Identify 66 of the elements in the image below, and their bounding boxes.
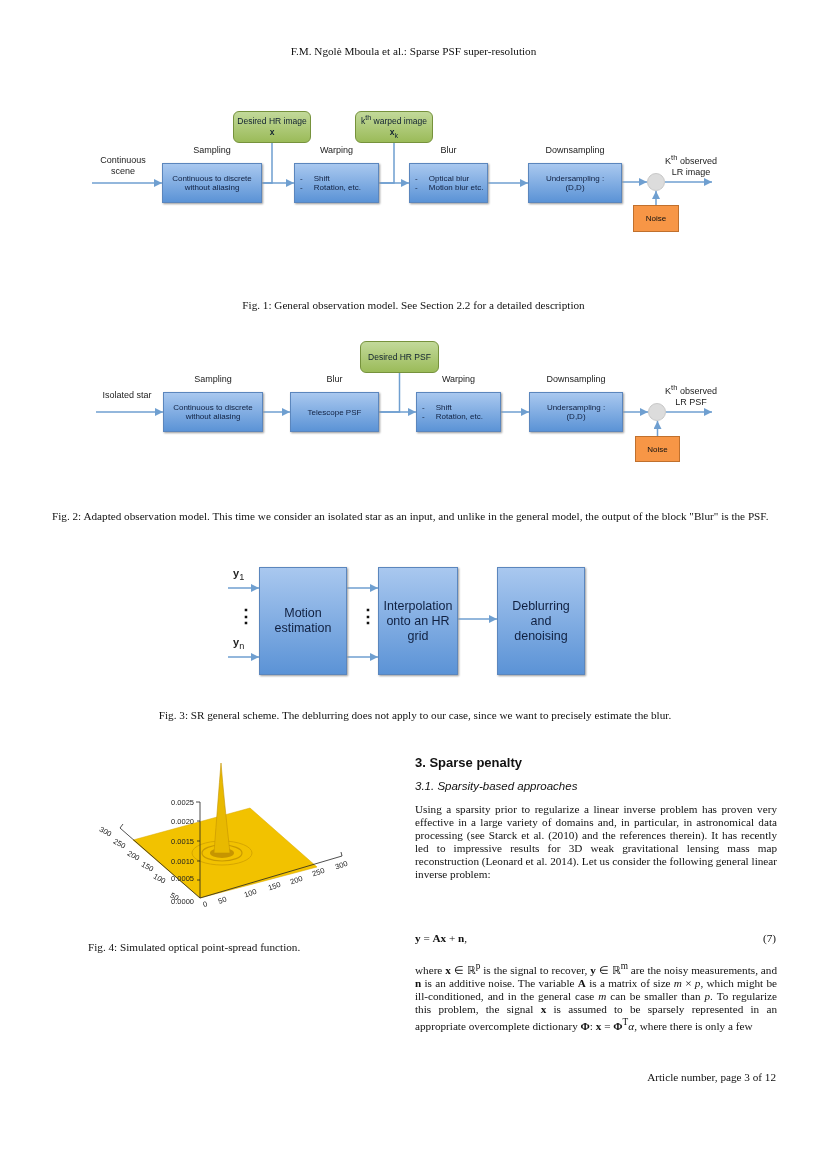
- arrow: [500, 408, 530, 416]
- figure-caption: Fig. 4: Simulated optical point-spread function.: [88, 941, 302, 955]
- process-box: Motion estimation: [259, 567, 347, 675]
- box-text: - Motion blur etc.: [415, 183, 484, 192]
- box-text: - Optical blur: [415, 174, 470, 183]
- box-text: Undersampling : (D,D): [544, 174, 606, 192]
- signal-label: K$^{th}$ observed LR image: [660, 152, 722, 182]
- block-heading: Blur: [325, 374, 344, 384]
- connector-line: [261, 142, 273, 184]
- box-text: - Rotation, etc.: [300, 183, 361, 192]
- connector-line: [378, 372, 401, 413]
- signal-box: Desired HR PSF: [360, 341, 439, 373]
- arrow: [665, 408, 713, 416]
- body-paragraph: Using a sparsity prior to regularize a linear inverse problem has proven very effective in a large variety of domains and, in particular, in astronomical data processing (see Starck et al. (2010) and the references therein). It has recently led to impressive results for 3D weak gravitational lensing mass map reconstruction (Leonard et al. 2014). Let us consider the following general linear inverse problem:: [415, 803, 777, 882]
- block-heading: Warping: [318, 145, 355, 155]
- block-heading: Sampling: [193, 374, 233, 384]
- block-heading: Downsampling: [544, 145, 606, 155]
- box-text: - Shift: [300, 174, 330, 183]
- box-text: - Shift: [422, 403, 452, 412]
- arrow: [621, 178, 648, 186]
- signal-box: k$^{th}$ warped image x$_{k}$: [355, 111, 433, 143]
- arrow: [227, 584, 260, 592]
- arrow: [95, 408, 164, 416]
- arrow: [346, 653, 379, 661]
- arrow: [227, 653, 260, 661]
- box-text: Telescope PSF: [306, 407, 363, 417]
- arrow: [664, 178, 713, 186]
- signal-label: Isolated star: [96, 390, 158, 412]
- edge-label: y$_{1}$: [233, 568, 245, 584]
- signal-box: Desired HR image x: [233, 111, 311, 143]
- section-heading: 3. Sparse penalty: [415, 755, 523, 770]
- figure-caption: Fig. 2: Adapted observation model. This time we consider an isolated star as an input, and unlike in the general model, the output of the block "Blur" is the PSF.: [52, 510, 770, 524]
- ellipsis-dots: ⋮: [237, 606, 247, 626]
- block-heading: Blur: [439, 145, 458, 155]
- process-box: Interpolation onto an HR grid: [378, 567, 458, 675]
- box-text: Undersampling : (D,D): [545, 403, 607, 421]
- noise-box: Noise: [635, 436, 680, 462]
- box-text: - Rotation, etc.: [422, 412, 483, 421]
- noise-box: Noise: [633, 205, 679, 232]
- signal-label: K$^{th}$ observed LR PSF: [660, 382, 722, 412]
- arrow: [346, 584, 379, 592]
- arrow: [622, 408, 649, 416]
- figure-caption: Fig. 3: SR general scheme. The deblurring does not apply to our case, since we want to precisely estimate the blur.: [157, 709, 673, 723]
- figure-caption: Fig. 1: General observation model. See Section 2.2 for a detailed description: [241, 299, 586, 313]
- box-text: Continuous to discrete without aliasing: [172, 403, 254, 421]
- process-box: Deblurring and denoising: [497, 567, 585, 675]
- arrow: [653, 420, 662, 437]
- body-paragraph: where x ∈ ℝ$^{p}$ is the signal to recover, y ∈ ℝ$^{m}$ are the noisy measurements, and n is an additive noise. The variable A is a matrix of size m × p, which might be ill-conditioned, and in the general case m can be smaller than p. To regularize this problem, the signal x is assumed to be sparsely represented in an appropriate overcomplete dictionary Φ: x = Φ$^{T}$α, where there is only a few: [415, 960, 777, 1033]
- ellipsis-dots: ⋮: [359, 606, 369, 626]
- figure-caption: Article number, page 3 of 12: [646, 1071, 776, 1085]
- body-paragraph: y = Ax + n,: [415, 932, 469, 946]
- arrow: [487, 179, 529, 187]
- body-paragraph: (7): [761, 932, 776, 946]
- subsection-heading: 3.1. Sparsity-based approaches: [415, 780, 579, 792]
- signal-label: Continuous scene: [92, 155, 154, 183]
- edge-label: y$_{n}$: [233, 637, 245, 653]
- arrow: [457, 615, 498, 623]
- block-heading: Sampling: [192, 145, 232, 155]
- running-header: F.M. Ngolè Mboula et al.: Sparse PSF super-resolution: [289, 45, 538, 59]
- connector-line: [378, 142, 395, 184]
- arrow: [262, 408, 291, 416]
- arrow: [652, 190, 660, 206]
- arrow: [91, 179, 163, 187]
- block-heading: Warping: [440, 374, 477, 384]
- block-heading: Downsampling: [545, 374, 607, 384]
- box-text: Continuous to discrete without aliasing: [171, 174, 253, 192]
